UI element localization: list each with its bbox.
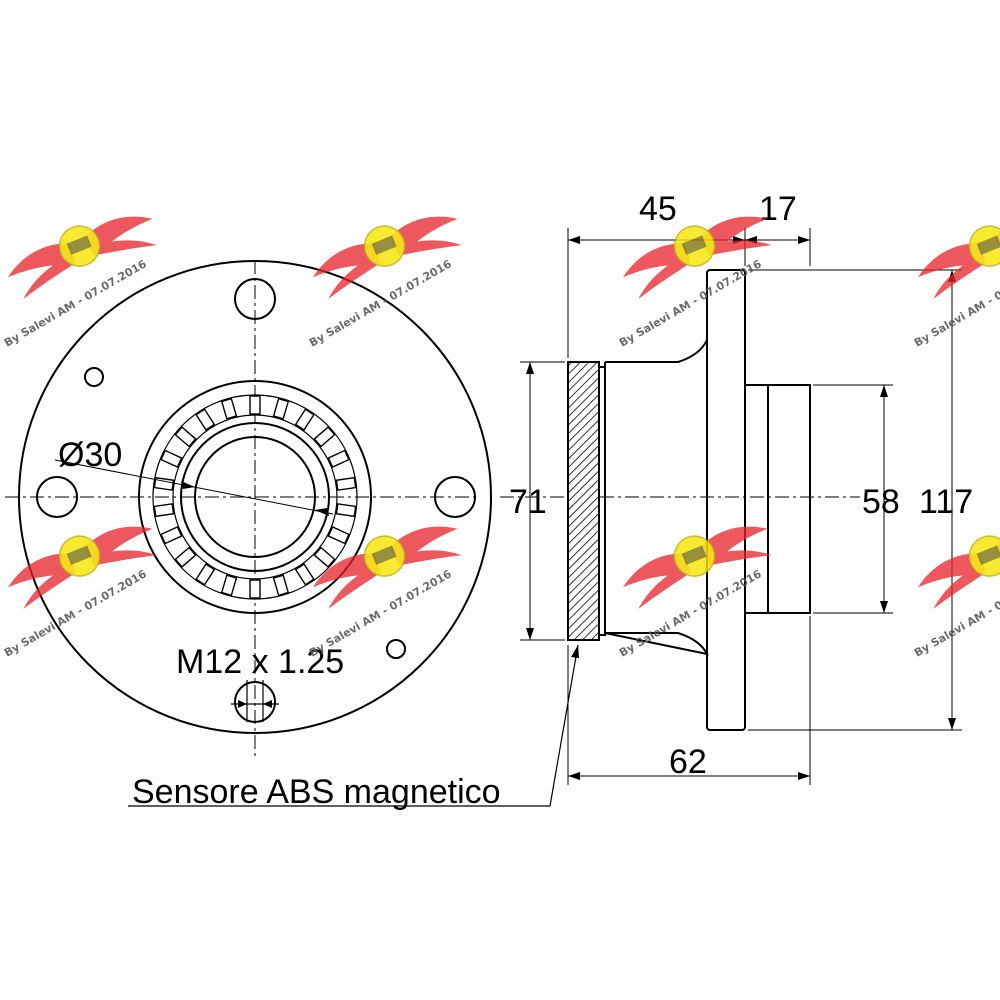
watermark: By Salevi AM - 07.07.2016 [0,197,164,350]
hub-body [604,339,709,656]
bearing-roller [249,395,261,415]
bolt-hole-bottom [234,681,276,723]
abs-sensor-ring [567,361,600,641]
bearing-roller [313,426,336,448]
watermark: By Salevi AM - 07.07.2016 [613,507,779,660]
bearing-roller [160,449,183,468]
dim-17-label: 17 [759,190,797,228]
bearing-roller [153,503,175,518]
watermark-logo [0,507,164,613]
bearing-roller [294,563,315,586]
bearing-roller [272,397,290,420]
bearing-outer-ring [138,380,372,614]
watermark: By Salevi AM - 07.07.2016 [908,197,1000,350]
watermark: By Salevi AM - 07.07.2016 [303,197,469,350]
watermark: By Salevi AM - 07.07.2016 [908,507,1000,660]
dim-45-label: 45 [639,190,677,228]
bolt-hole-left [36,476,78,518]
hub-flange [706,269,746,731]
sensor-label: Sensore ABS magnetico [132,773,501,811]
bearing-roller [174,426,197,448]
bearing-roller [174,546,197,568]
bearing-roller [335,503,357,518]
bearing-roller [220,397,238,420]
bearing-roller [327,526,350,545]
diameter-leader [54,459,334,516]
dim-62-label: 62 [669,743,707,781]
flange-outline [18,260,492,734]
bearing-inner-ring [180,422,330,572]
watermark-logo [908,197,1000,303]
dim-117-label: 117 [919,483,973,521]
bearing-roller [249,579,261,599]
dim-58-label: 58 [862,483,900,521]
hub-bore [194,436,316,558]
sensor-leader [128,644,579,807]
side-view [500,269,860,731]
bearing-roller [220,574,238,597]
bearing-roller [195,408,216,431]
diameter-label: Ø30 [58,436,122,474]
bearing-roller [294,408,315,431]
bearing-roller [195,563,216,586]
watermark-logo [908,507,1000,613]
bolt-hole-top [234,278,276,320]
pilot-spigot [744,384,811,614]
watermark-logo [613,507,779,613]
bearing-roller [335,476,357,491]
thread-indicator [231,680,279,722]
watermark-logo [303,197,469,303]
bearing-roller [153,476,175,491]
bolt-hole-right [434,476,476,518]
bearing-cage-outer [152,394,358,600]
bearing-cage-inner [172,414,338,580]
bearing-roller [313,546,336,568]
front-view: Ø30 M12 x 1.25 [5,260,492,760]
bearing-roller [272,574,290,597]
dim-71-label: 71 [509,483,547,521]
watermark-layer: By Salevi AM - 07.07.2016 By Salevi AM - … [0,197,1000,660]
small-hole-upper-left [84,367,104,387]
bearing-roller [327,449,350,468]
bearing-rollers [153,395,357,599]
bearing-roller [160,526,183,545]
thread-label: M12 x 1.25 [176,643,344,681]
watermark-logo [0,197,164,303]
small-hole-lower-right [386,639,406,659]
watermark: By Salevi AM - 07.07.2016 [0,507,164,660]
